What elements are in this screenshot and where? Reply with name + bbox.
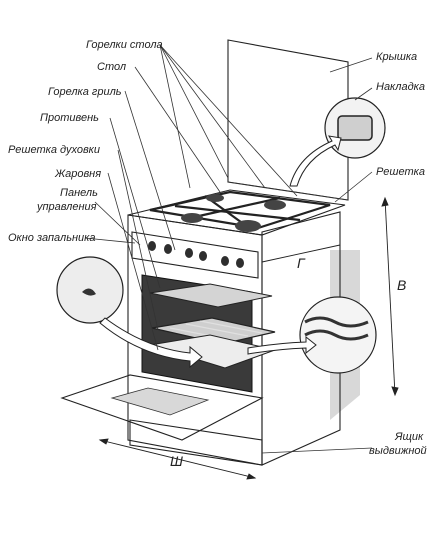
knob-5	[221, 256, 229, 266]
control-panel	[131, 231, 259, 279]
knob-3	[185, 248, 193, 258]
label-roasting-pan: Жаровня	[54, 168, 101, 180]
label-control-panel-2: управления	[36, 201, 97, 213]
ignition-flame-icon	[82, 288, 96, 296]
label-grill-burner: Горелка гриль	[48, 86, 122, 98]
label-table: Стол	[97, 61, 126, 73]
control-knobs	[148, 241, 244, 268]
dimension-depth: Г	[297, 255, 306, 271]
lid-hinge-line	[227, 181, 349, 201]
knob-2	[164, 244, 172, 254]
burner-back-left	[206, 194, 224, 202]
burner-cap-icon	[337, 115, 373, 141]
label-burner-cap: Накладка	[376, 81, 425, 93]
callout-arrows	[99, 135, 342, 369]
burner-front-right	[235, 220, 261, 232]
burners-group	[181, 194, 286, 232]
knob-6	[236, 258, 244, 268]
arrow-rack	[247, 335, 317, 355]
dimension-height: В	[397, 277, 406, 293]
arrow-ignition	[99, 317, 203, 369]
label-grate: Решетка	[376, 166, 425, 178]
bottom-drawer	[129, 419, 263, 466]
dimension-lines	[98, 196, 399, 480]
label-baking-tray: Противень	[40, 112, 99, 124]
burner-back-right	[264, 200, 286, 210]
oven-door	[60, 374, 264, 441]
knob-1	[148, 241, 156, 251]
leader-lines	[84, 44, 373, 454]
rack-detail-bars	[304, 316, 369, 341]
knob-4	[199, 251, 207, 261]
burner-front-left	[181, 213, 203, 223]
baking-tray	[149, 283, 273, 308]
oven-door-glass	[110, 387, 210, 416]
dimension-width: Ш	[170, 453, 183, 469]
label-lid: Крышка	[376, 51, 417, 63]
label-drawer-1: Ящик	[394, 431, 424, 443]
label-control-panel-1: Панель	[60, 187, 98, 199]
label-ignition-window: Окно запальника	[8, 232, 95, 244]
label-drawer-2: выдвижной	[369, 445, 427, 457]
label-burners: Горелки стола	[86, 39, 163, 51]
arrow-burner-cap	[289, 135, 342, 187]
label-oven-rack: Решетка духовки	[8, 144, 100, 156]
